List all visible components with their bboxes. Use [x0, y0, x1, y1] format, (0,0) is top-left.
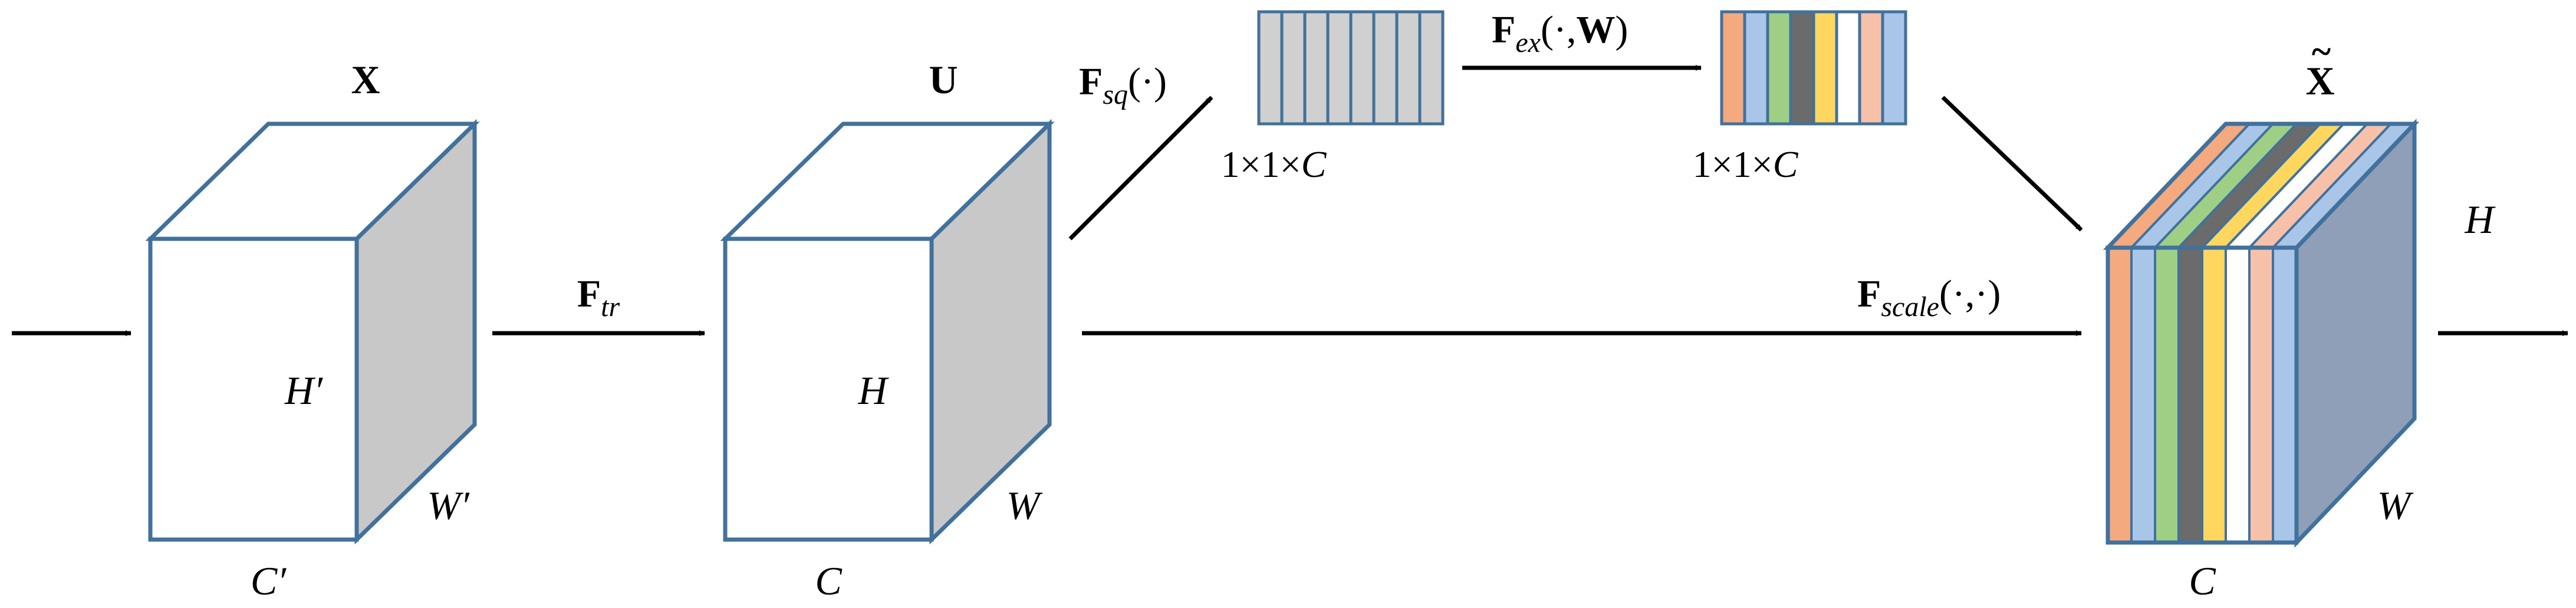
- output-tensor-title-tilde: ~: [2312, 32, 2331, 72]
- squeeze-arrow: [1068, 96, 1213, 241]
- transformed-tensor-u: [720, 119, 1055, 545]
- input-channels-label: C′: [251, 558, 287, 603]
- output-tensor-title: X: [2305, 58, 2334, 103]
- squeeze-bar-2: [1280, 10, 1307, 126]
- output-front-stripe-1: [2107, 247, 2133, 544]
- transformed-channels-label: C: [815, 558, 842, 603]
- output-front-stripe-7: [2248, 247, 2274, 544]
- transformed-tensor-front-face: [723, 236, 934, 542]
- squeeze-vector-size-label: 1×1×C: [1221, 143, 1327, 185]
- excite-vector: [1720, 10, 1907, 126]
- squeeze-bar-3: [1303, 10, 1330, 126]
- input-tensor-title: X: [351, 57, 380, 102]
- output-height-label: H: [2464, 197, 2496, 242]
- input-tensor-front-face: [148, 236, 359, 542]
- output-front-stripe-5: [2201, 247, 2227, 544]
- scale-in-arrow: [1941, 96, 2083, 232]
- excite-bar-2: [1743, 10, 1769, 126]
- output-front-stripe-6: [2225, 247, 2251, 544]
- output-width-label: W: [2377, 483, 2414, 528]
- output-front-stripe-4: [2177, 247, 2203, 544]
- f-scale-label: Fscale(·,·): [1857, 272, 2001, 323]
- transformed-height-label: H: [857, 368, 889, 413]
- squeeze-vector: [1257, 10, 1445, 126]
- squeeze-bar-5: [1349, 10, 1376, 126]
- output-front-stripe-3: [2154, 247, 2180, 544]
- output-tensor-x-tilde: [2103, 119, 2420, 548]
- input-tensor-x: [145, 119, 480, 545]
- excite-bar-5: [1812, 10, 1838, 126]
- squeeze-bar-4: [1326, 10, 1353, 126]
- input-width-label: W′: [427, 483, 470, 528]
- excite-bar-7: [1858, 10, 1884, 126]
- squeeze-bar-8: [1418, 10, 1445, 126]
- squeeze-bar-1: [1257, 10, 1284, 126]
- excite-bar-6: [1835, 10, 1861, 126]
- output-front-stripe-8: [2272, 247, 2298, 544]
- f-tr-label: Ftr: [577, 272, 620, 323]
- squeeze-bar-6: [1372, 10, 1399, 126]
- transformed-tensor-title: U: [929, 57, 958, 102]
- f-ex-label: Fex(·,W): [1492, 8, 1628, 58]
- excite-bar-3: [1766, 10, 1792, 126]
- f-sq-label: Fsq(·): [1079, 60, 1167, 110]
- excite-vector-size-label: 1×1×C: [1693, 143, 1799, 185]
- output-tensor-top-outline: [2103, 121, 2420, 250]
- transformed-width-label: W: [1006, 483, 1043, 528]
- squeeze-bar-7: [1395, 10, 1422, 126]
- excite-bar-8: [1881, 10, 1907, 126]
- excite-bar-4: [1789, 10, 1815, 126]
- output-front-face-stripes: [2107, 247, 2298, 544]
- output-front-stripe-2: [2130, 247, 2156, 544]
- excite-bar-1: [1720, 10, 1746, 126]
- output-channels-label: C: [2189, 558, 2216, 603]
- input-height-label: H′: [284, 368, 323, 413]
